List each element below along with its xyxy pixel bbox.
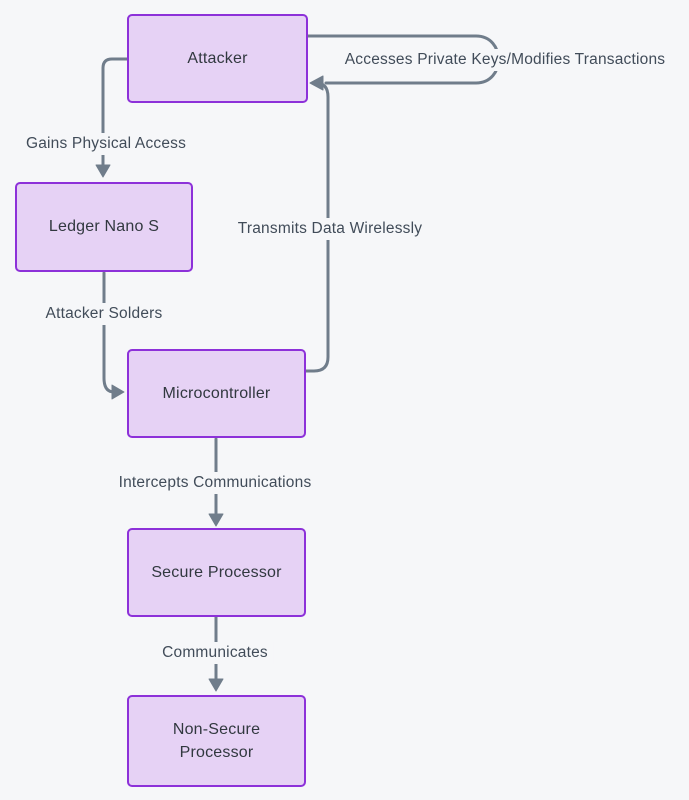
edge-label-gains-physical-access: Gains Physical Access: [20, 133, 192, 155]
edge-label-transmits-data-wirelessly: Transmits Data Wirelessly: [232, 218, 428, 240]
edge-secure-nonsecure-arrowhead-icon: [208, 678, 224, 692]
edge-label-intercepts-communications: Intercepts Communications: [113, 472, 317, 494]
node-ledger-nano-s-label: Ledger Nano S: [48, 218, 160, 236]
node-ledger-nano-s: Ledger Nano S: [15, 182, 193, 272]
edge-ledger-micro-line: [102, 271, 116, 394]
edge-attacker-ledger-arrowhead-icon: [95, 164, 111, 178]
node-microcontroller: Microcontroller: [127, 349, 306, 438]
edge-label-accesses-private-keys: Accesses Private Keys/Modifies Transacti…: [339, 49, 671, 71]
node-non-secure-processor-label: Non-Secure Processor: [172, 720, 261, 761]
node-attacker: Attacker: [127, 14, 308, 103]
node-attacker-label: Attacker: [187, 49, 248, 67]
node-secure-processor-label: Secure Processor: [151, 563, 282, 581]
edge-attacker-ledger-line: [101, 57, 129, 167]
edge-ledger-micro-arrowhead-icon: [111, 384, 125, 400]
node-microcontroller-label: Microcontroller: [162, 384, 271, 402]
edge-label-attacker-solders: Attacker Solders: [40, 303, 168, 325]
edge-micro-secure-arrowhead-icon: [208, 513, 224, 527]
edge-label-communicates: Communicates: [157, 642, 273, 664]
edge-attacker-selfloop-arrowhead-icon: [309, 75, 324, 91]
node-secure-processor: Secure Processor: [127, 528, 306, 617]
node-non-secure-processor: Non-Secure Processor: [127, 695, 306, 787]
